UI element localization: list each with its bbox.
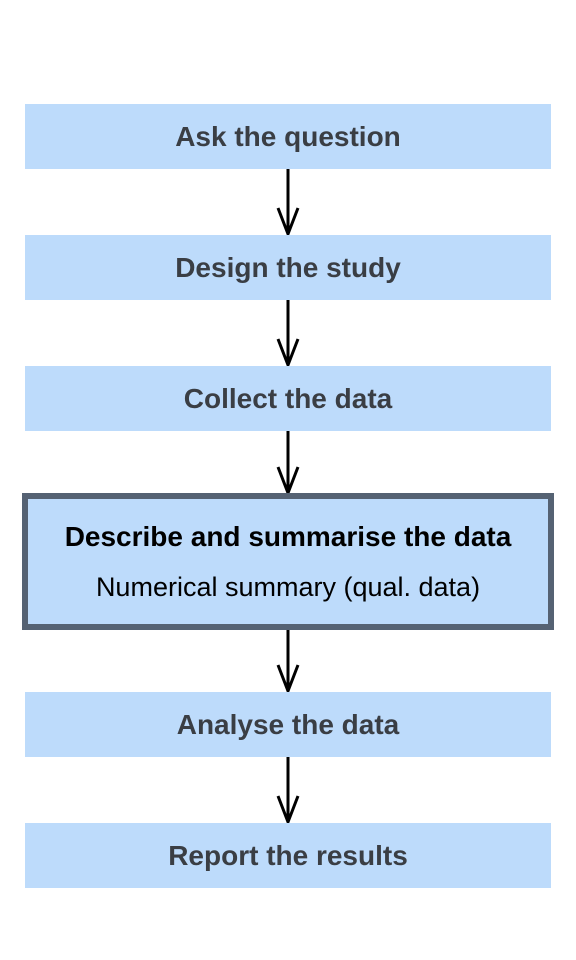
flow-arrow: [276, 431, 300, 498]
flow-arrow: [276, 629, 300, 696]
flow-arrow: [276, 300, 300, 370]
step-design-study: Design the study: [25, 235, 551, 300]
step-label: Ask the question: [175, 120, 401, 152]
flow-arrow: [276, 757, 300, 827]
step-analyse-data: Analyse the data: [25, 692, 551, 757]
step-label: Collect the data: [183, 382, 393, 414]
step-label: Analyse the data: [176, 708, 400, 740]
step-label: Report the results: [168, 839, 408, 871]
step-collect-data: Collect the data: [25, 366, 551, 431]
step-ask-question: Ask the question: [25, 104, 551, 169]
flow-arrow: [276, 169, 300, 239]
step-label: Describe and summarise the data: [64, 520, 512, 552]
step-report-results: Report the results: [25, 823, 551, 888]
step-describe-summarise-data: Describe and summarise the data Numerica…: [22, 493, 554, 630]
step-label: Design the study: [175, 251, 401, 283]
step-sublabel: Numerical summary (qual. data): [95, 571, 481, 602]
